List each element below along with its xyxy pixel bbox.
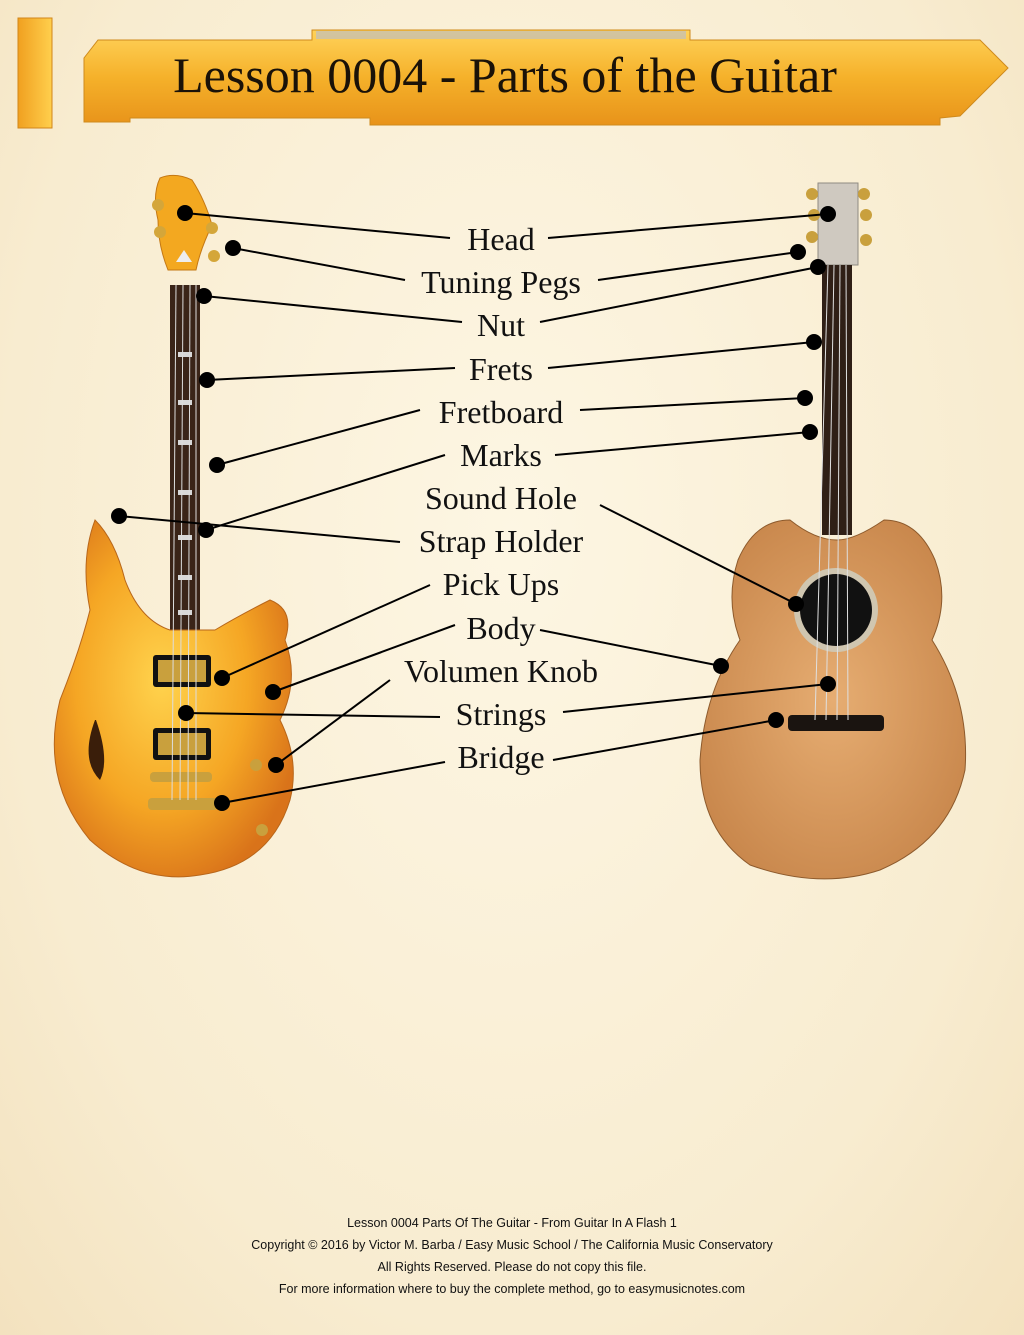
electric-guitar bbox=[53, 174, 294, 878]
dot-electric-volumen-knob bbox=[268, 757, 284, 773]
dot-electric-nut bbox=[196, 288, 212, 304]
page-title: Lesson 0004 - Parts of the Guitar bbox=[173, 47, 837, 103]
electric-head-shape bbox=[154, 174, 213, 271]
dot-acoustic-sound-hole bbox=[788, 596, 804, 612]
label-bridge: Bridge bbox=[457, 739, 544, 775]
dot-electric-body bbox=[265, 684, 281, 700]
title-banner bbox=[17, 17, 1009, 129]
banner-left-bar bbox=[17, 17, 53, 129]
label-marks: Marks bbox=[460, 437, 542, 473]
footer: Lesson 0004 Parts Of The Guitar - From G… bbox=[0, 1212, 1024, 1300]
footer-line-4: For more information where to buy the co… bbox=[278, 1282, 746, 1296]
dot-acoustic-tuning-pegs bbox=[790, 244, 806, 260]
dot-acoustic-nut bbox=[810, 259, 826, 275]
dot-electric-pick-ups bbox=[214, 670, 230, 686]
dot-electric-bridge bbox=[214, 795, 230, 811]
dot-acoustic-fretboard bbox=[797, 390, 813, 406]
label-strap-holder: Strap Holder bbox=[419, 523, 584, 559]
acoustic-body-shape bbox=[699, 519, 967, 880]
label-sound-hole: Sound Hole bbox=[425, 480, 577, 516]
label-strings: Strings bbox=[456, 696, 547, 732]
dot-electric-marks bbox=[198, 522, 214, 538]
marker-dots bbox=[111, 205, 836, 811]
footer-line-3: All Rights Reserved. Please do not copy … bbox=[377, 1260, 647, 1274]
label-volumen-knob: Volumen Knob bbox=[404, 653, 598, 689]
dot-acoustic-strings bbox=[820, 676, 836, 692]
acoustic-head-shape bbox=[817, 182, 859, 266]
label-body: Body bbox=[466, 610, 535, 646]
banner-ribbon bbox=[83, 29, 1009, 126]
dot-electric-strings bbox=[178, 705, 194, 721]
dot-electric-tuning-pegs bbox=[225, 240, 241, 256]
acoustic-guitar bbox=[699, 182, 967, 880]
label-frets: Frets bbox=[469, 351, 533, 387]
dot-electric-strap-holder bbox=[111, 508, 127, 524]
dot-electric-head bbox=[177, 205, 193, 221]
dot-electric-frets bbox=[199, 372, 215, 388]
part-labels: Head Tuning Pegs Nut Frets Fretboard Mar… bbox=[404, 221, 598, 775]
footer-line-1: Lesson 0004 Parts Of The Guitar - From G… bbox=[347, 1216, 677, 1230]
dot-acoustic-bridge bbox=[768, 712, 784, 728]
label-nut: Nut bbox=[477, 307, 525, 343]
label-fretboard: Fretboard bbox=[439, 394, 563, 430]
electric-body-shape bbox=[53, 519, 294, 878]
label-pick-ups: Pick Ups bbox=[443, 566, 559, 602]
label-head: Head bbox=[467, 221, 535, 257]
dot-acoustic-body bbox=[713, 658, 729, 674]
label-tuning-pegs: Tuning Pegs bbox=[421, 264, 581, 300]
dot-acoustic-head bbox=[820, 206, 836, 222]
dot-electric-fretboard bbox=[209, 457, 225, 473]
guitar-parts-diagram: Head Tuning Pegs Nut Frets Fretboard Mar… bbox=[53, 174, 967, 880]
dot-acoustic-marks bbox=[802, 424, 818, 440]
leader-lines bbox=[118, 212, 829, 804]
dot-acoustic-frets bbox=[806, 334, 822, 350]
footer-line-2: Copyright © 2016 by Victor M. Barba / Ea… bbox=[251, 1238, 773, 1252]
banner-top-strip bbox=[316, 31, 686, 39]
